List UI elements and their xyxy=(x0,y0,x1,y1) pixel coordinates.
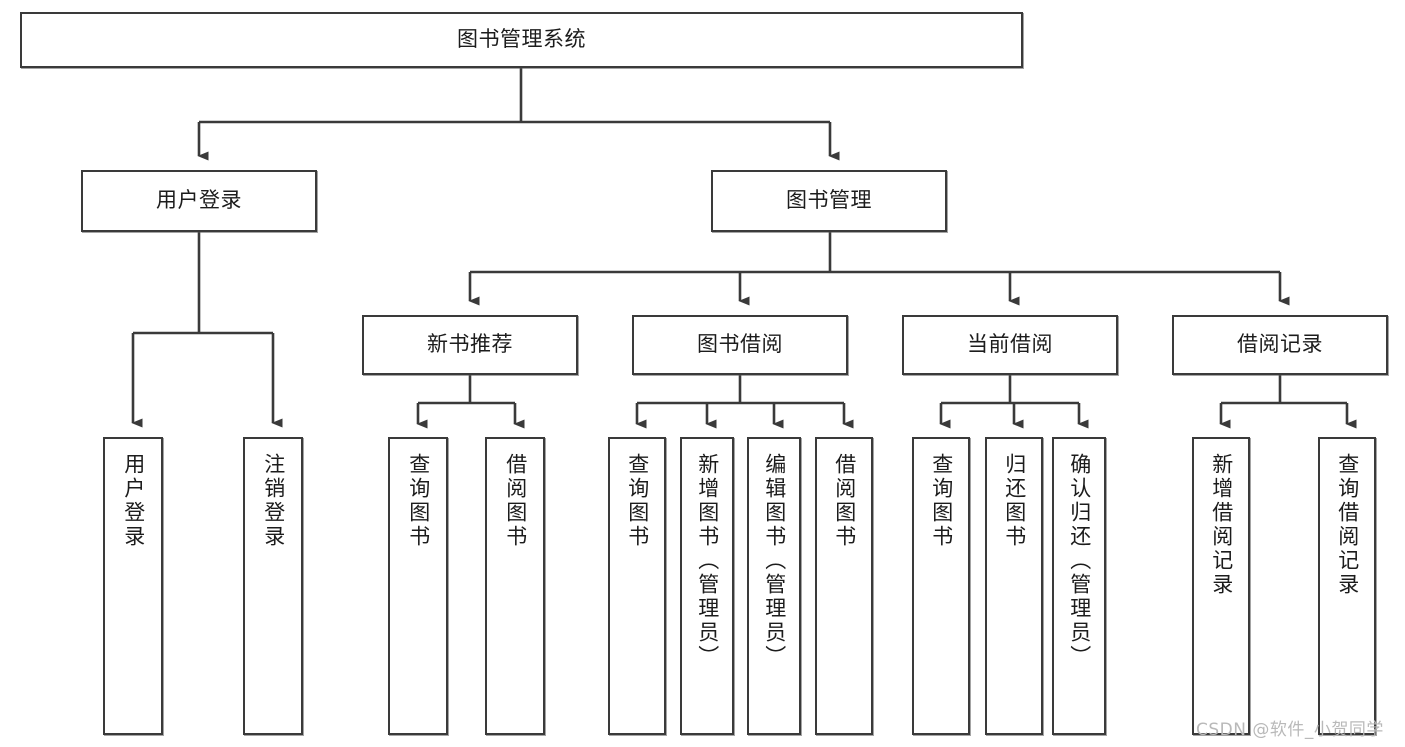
node-leaf-edit-book-admin-label: 编辑图书（管理员） xyxy=(762,453,787,669)
node-leaf-query-borrow-record-label: 查询借阅记录 xyxy=(1335,453,1360,597)
node-user-login[interactable]: 用户登录 xyxy=(81,170,317,232)
node-book-borrow-label: 图书借阅 xyxy=(697,332,783,357)
node-leaf-user-login-label: 用户登录 xyxy=(121,453,146,549)
node-leaf-confirm-return-admin-label: 确认归还（管理员） xyxy=(1067,453,1092,669)
node-user-login-label: 用户登录 xyxy=(156,188,242,213)
node-root-label: 图书管理系统 xyxy=(457,27,586,52)
node-leaf-query-borrow-record[interactable]: 查询借阅记录 xyxy=(1318,437,1376,735)
node-leaf-logout-label: 注销登录 xyxy=(261,453,286,549)
node-current-borrow[interactable]: 当前借阅 xyxy=(902,315,1118,375)
node-leaf-query-book-borrow[interactable]: 查询图书 xyxy=(608,437,666,735)
node-current-borrow-label: 当前借阅 xyxy=(967,332,1053,357)
node-leaf-borrow-book[interactable]: 借阅图书 xyxy=(815,437,873,735)
node-leaf-edit-book-admin[interactable]: 编辑图书（管理员） xyxy=(747,437,801,735)
node-root[interactable]: 图书管理系统 xyxy=(20,12,1023,68)
node-leaf-user-login[interactable]: 用户登录 xyxy=(103,437,163,735)
node-new-book-recommend[interactable]: 新书推荐 xyxy=(362,315,578,375)
node-leaf-borrow-book-label: 借阅图书 xyxy=(832,453,857,549)
node-leaf-borrow-book-recommend-label: 借阅图书 xyxy=(503,453,528,549)
node-book-management[interactable]: 图书管理 xyxy=(711,170,947,232)
node-leaf-borrow-book-recommend[interactable]: 借阅图书 xyxy=(485,437,545,735)
node-leaf-logout[interactable]: 注销登录 xyxy=(243,437,303,735)
node-leaf-query-book-current-label: 查询图书 xyxy=(929,453,954,549)
node-leaf-add-book-admin-label: 新增图书（管理员） xyxy=(695,453,720,669)
node-leaf-query-book-current[interactable]: 查询图书 xyxy=(912,437,970,735)
node-leaf-confirm-return-admin[interactable]: 确认归还（管理员） xyxy=(1052,437,1106,735)
node-book-borrow[interactable]: 图书借阅 xyxy=(632,315,848,375)
node-leaf-query-book-borrow-label: 查询图书 xyxy=(625,453,650,549)
node-leaf-return-book[interactable]: 归还图书 xyxy=(985,437,1043,735)
node-leaf-return-book-label: 归还图书 xyxy=(1002,453,1027,549)
node-leaf-add-borrow-record[interactable]: 新增借阅记录 xyxy=(1192,437,1250,735)
node-borrow-record[interactable]: 借阅记录 xyxy=(1172,315,1388,375)
node-new-book-recommend-label: 新书推荐 xyxy=(427,332,513,357)
node-borrow-record-label: 借阅记录 xyxy=(1237,332,1323,357)
node-leaf-query-book-recommend[interactable]: 查询图书 xyxy=(388,437,448,735)
node-book-management-label: 图书管理 xyxy=(786,188,872,213)
node-leaf-add-borrow-record-label: 新增借阅记录 xyxy=(1209,453,1234,597)
watermark-text: CSDN @软件_小贺同学 xyxy=(1196,720,1384,740)
node-leaf-query-book-recommend-label: 查询图书 xyxy=(406,453,431,549)
node-leaf-add-book-admin[interactable]: 新增图书（管理员） xyxy=(680,437,734,735)
